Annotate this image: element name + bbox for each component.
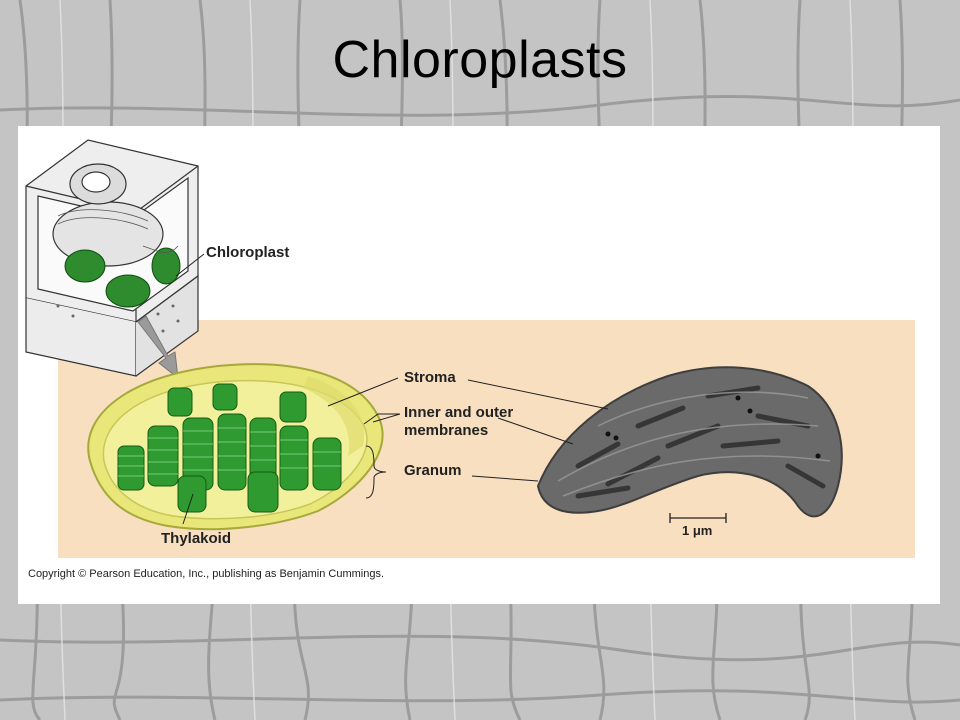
- chloroplast-cutaway: [87, 363, 384, 531]
- label-scale-bar: 1 μm: [682, 523, 713, 538]
- copyright-notice: Copyright © Pearson Education, Inc., pub…: [28, 568, 385, 580]
- thylakoid-leader: [182, 493, 194, 525]
- plant-cell-drawing: [25, 139, 199, 377]
- label-granum: Granum: [404, 462, 462, 479]
- membranes-leader: [363, 413, 574, 445]
- label-membranes-line2: membranes: [404, 422, 489, 439]
- granum-leader: [471, 475, 539, 482]
- granum-bracket: [365, 445, 387, 499]
- label-membranes-line1: Inner and outer: [404, 404, 514, 421]
- zoom-arrow: [137, 315, 179, 380]
- stroma-leader: [327, 377, 609, 410]
- figure-panel: Chloroplast Stroma Inner and outer membr…: [18, 126, 940, 604]
- label-chloroplast: Chloroplast: [206, 244, 290, 261]
- chloroplast-micrograph: [536, 366, 843, 518]
- label-stroma: Stroma: [404, 369, 456, 386]
- scale-bar-line: [669, 513, 727, 523]
- chloroplast-diagram: [25, 139, 915, 558]
- label-thylakoid: Thylakoid: [161, 530, 232, 547]
- chloroplast-pointer: [175, 253, 205, 277]
- slide-title: Chloroplasts: [332, 31, 628, 89]
